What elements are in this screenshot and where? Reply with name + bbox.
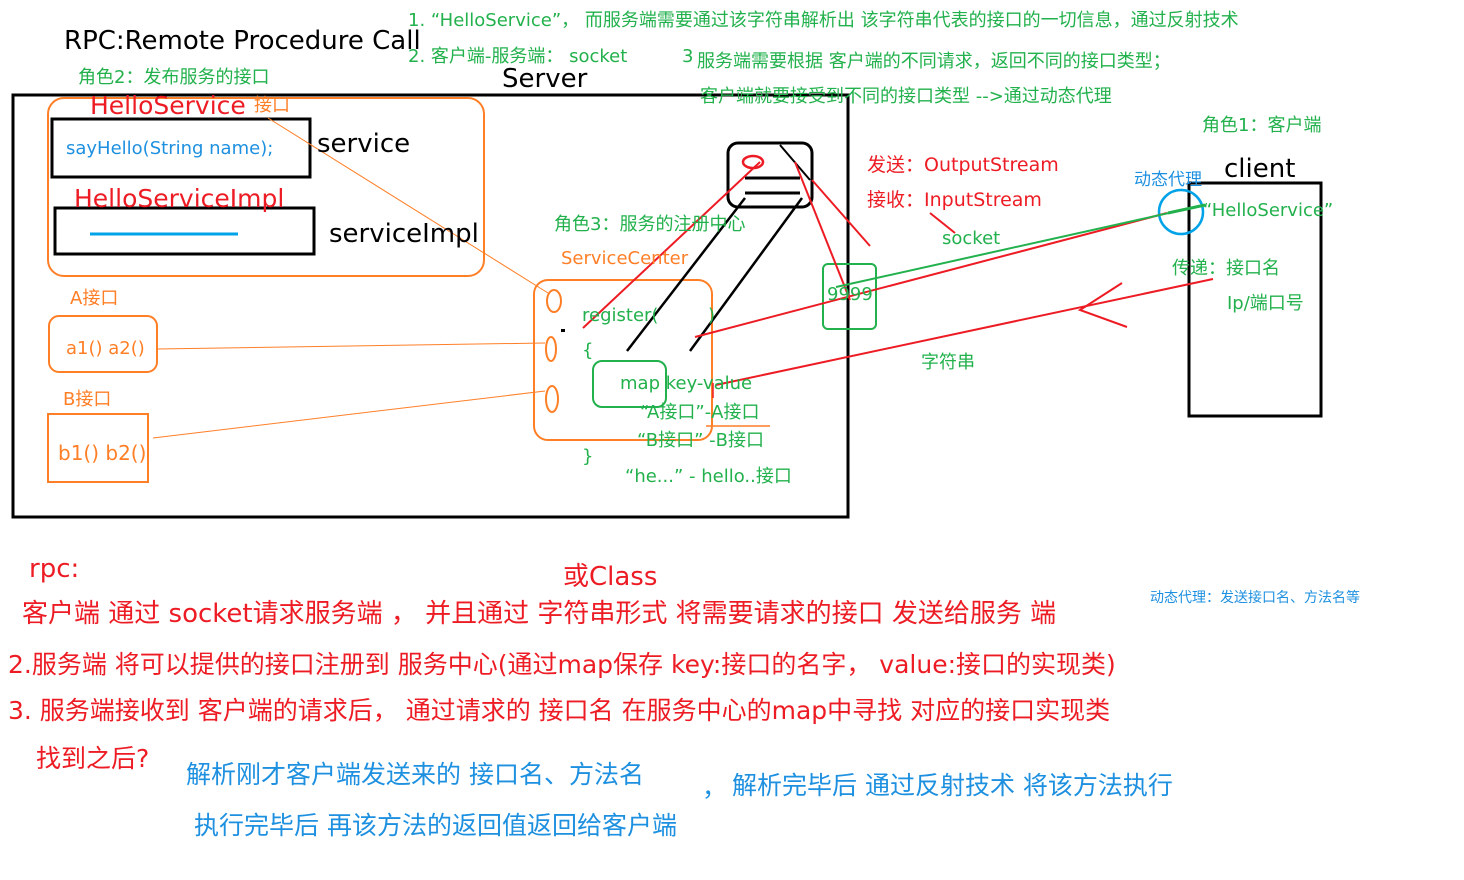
proxy-circle [1157,188,1205,236]
service-center-box [533,279,713,441]
map-key-value: map key-value [620,373,753,394]
port-hole-3 [545,385,559,413]
port-hole-1 [546,289,562,313]
role3-label: 角色3：服务的注册中心 [554,214,746,235]
socket-label: socket [942,228,1001,249]
client-box [1187,181,1323,418]
note-3-number: 3 [682,46,694,67]
red-arrow-head [1077,282,1128,328]
rpc-heading: rpc: [29,554,80,584]
a-interface-label: A接口 [70,288,119,309]
hello-service-title: HelloService [90,91,246,120]
note-1: 1. “HelloService”， 而服务端需要通过该字符串解析出 该字符串代… [408,10,1239,31]
map-box [592,360,667,408]
red-client-to-map [715,278,1214,386]
register-close: ) [708,305,716,326]
service-box [50,117,312,179]
server-frame [11,93,850,519]
persp-line-2 [688,197,804,352]
red-socket-tick [929,212,956,234]
dot-mark [561,329,565,332]
interface-container [47,97,485,277]
b-methods: b1() b2() [58,441,147,465]
service-label: service [317,129,411,159]
note-3a: 服务端需要根据 客户端的不同请求，返回不同的接口类型； [697,51,1171,72]
hello-impl-title: HelloServiceImpl [74,184,285,213]
parse-line: 解析刚才客户端发送来的 接口名、方法名 [186,760,644,789]
b-connector [152,390,546,439]
hello-service-string: “HelloService” [1203,200,1334,221]
summary-line-2: 2.服务端 将可以提供的接口注册到 服务中心(通过map保存 key:接口的名字… [8,650,1116,679]
note-2: 2. 客户端-服务端： socket [408,46,628,67]
proxy-label: 动态代理 [1134,170,1202,190]
register-method: register( [582,305,659,326]
red-register-to-client [694,212,1168,338]
red-socket-to-register [582,161,761,329]
green-socket-line [835,204,1206,288]
entry-a: “A接口”-A接口 [640,402,760,423]
service-impl-box [53,206,316,256]
comma-mark: ， [702,773,728,802]
server-label: Server [502,64,588,94]
port-box [822,263,877,330]
green-proxy-dash [1167,203,1206,215]
b-interface-label: B接口 [63,389,112,410]
client-label: client [1224,154,1296,184]
brace-close: } [582,446,594,467]
b-interface-box [47,413,149,483]
red-socket-right [811,179,871,247]
page-title: RPC:Remote Procedure Call [64,26,421,56]
exec-line: 解析完毕后 通过反射技术 将该方法执行 [732,771,1173,800]
return-line: 执行完毕后 再该方法的返回值返回给客户端 [194,811,677,840]
role1-label: 角色1：客户端 [1202,115,1322,136]
port-number: 9999 [827,284,873,305]
service-impl-label: serviceImpl [329,219,479,249]
ip-port-label: Ip/端口号 [1227,293,1304,314]
a-interface-box [48,315,158,373]
a-connector [156,342,546,350]
a-methods: a1() a2() [66,338,145,359]
red-socket-to-port [794,161,851,301]
summary-line-1: 客户端 通过 socket请求服务端 ， 并且通过 字符串形式 将需要请求的接口… [22,599,1057,629]
or-class: 或Class [563,562,658,592]
found-question: 找到之后? [36,744,150,773]
brace-open: { [582,340,594,361]
persp-line-1 [626,197,746,352]
port-hole-2 [545,336,557,362]
send-output-stream: 发送：OutputStream [867,154,1059,176]
socket-box [726,141,814,209]
string-label: 字符串 [921,352,975,373]
note-3b: 客户端就要接受到不同的接口类型 -->通过动态代理 [700,86,1112,107]
proxy-note: 动态代理：发送接口名、方法名等 [1150,590,1360,606]
pass-interface-name: 传递：接口名 [1172,258,1280,279]
entry-he: “he...” - hello..接口 [625,466,792,487]
role2-label: 角色2：发布服务的接口 [78,67,270,88]
service-center-name: ServiceCenter [561,248,689,269]
interface-word: 接口 [254,95,290,116]
say-hello-method: sayHello(String name); [66,138,274,159]
summary-line-3: 3. 服务端接收到 客户端的请求后， 通过请求的 接口名 在服务中心的map中寻… [8,696,1111,725]
impl-connector [267,117,549,294]
recv-input-stream: 接收：InputStream [867,189,1042,211]
entry-b: “B接口” -B接口 [637,430,765,451]
